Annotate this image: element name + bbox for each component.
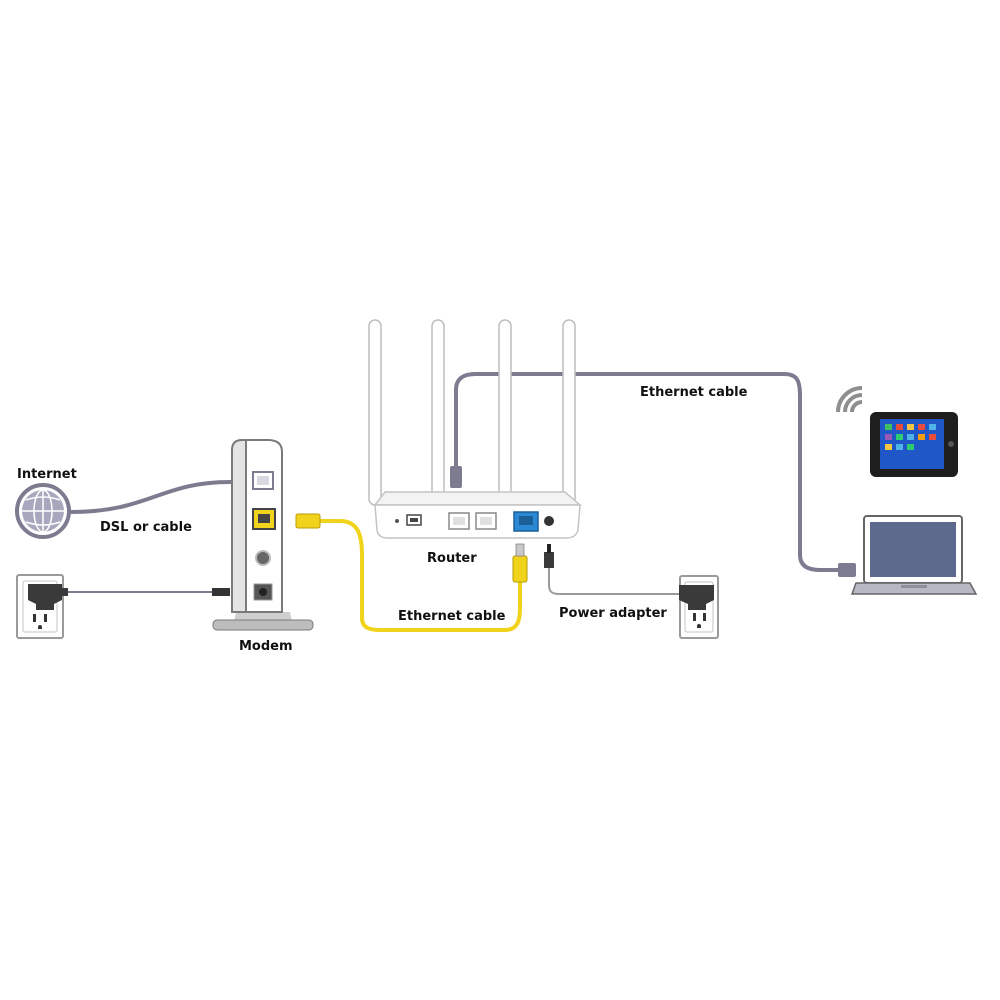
tablet-icon [870,412,958,477]
yellow-ethernet-cable [300,519,522,632]
label-ethernet-cable-bottom: Ethernet cable [398,609,506,624]
gray-plug-laptop [838,563,856,577]
label-power-adapter: Power adapter [559,606,667,621]
router [368,319,583,539]
yellow-plug-modem [295,513,321,529]
globe-icon [15,483,71,539]
dsl-cable [69,480,262,514]
modem-button [255,550,271,566]
gray-ethernet-cable [454,372,840,572]
label-router: Router [427,551,477,566]
modem [212,439,314,631]
label-internet: Internet [17,467,77,482]
router-power-plug [544,552,554,568]
wifi-icon [836,386,863,413]
power-plug-icon [679,585,714,610]
label-modem: Modem [239,639,293,654]
laptop-icon [850,515,978,595]
yellow-plug-router [512,555,528,583]
modem-power-plug-tip [212,588,230,596]
router-power-jack [544,516,554,526]
power-plug-icon [28,584,68,610]
gray-plug-router [450,466,462,488]
router-antennas [368,319,576,506]
router-power-cord [548,565,680,595]
label-dsl-or-cable: DSL or cable [100,520,192,535]
label-ethernet-cable-top: Ethernet cable [640,385,748,400]
